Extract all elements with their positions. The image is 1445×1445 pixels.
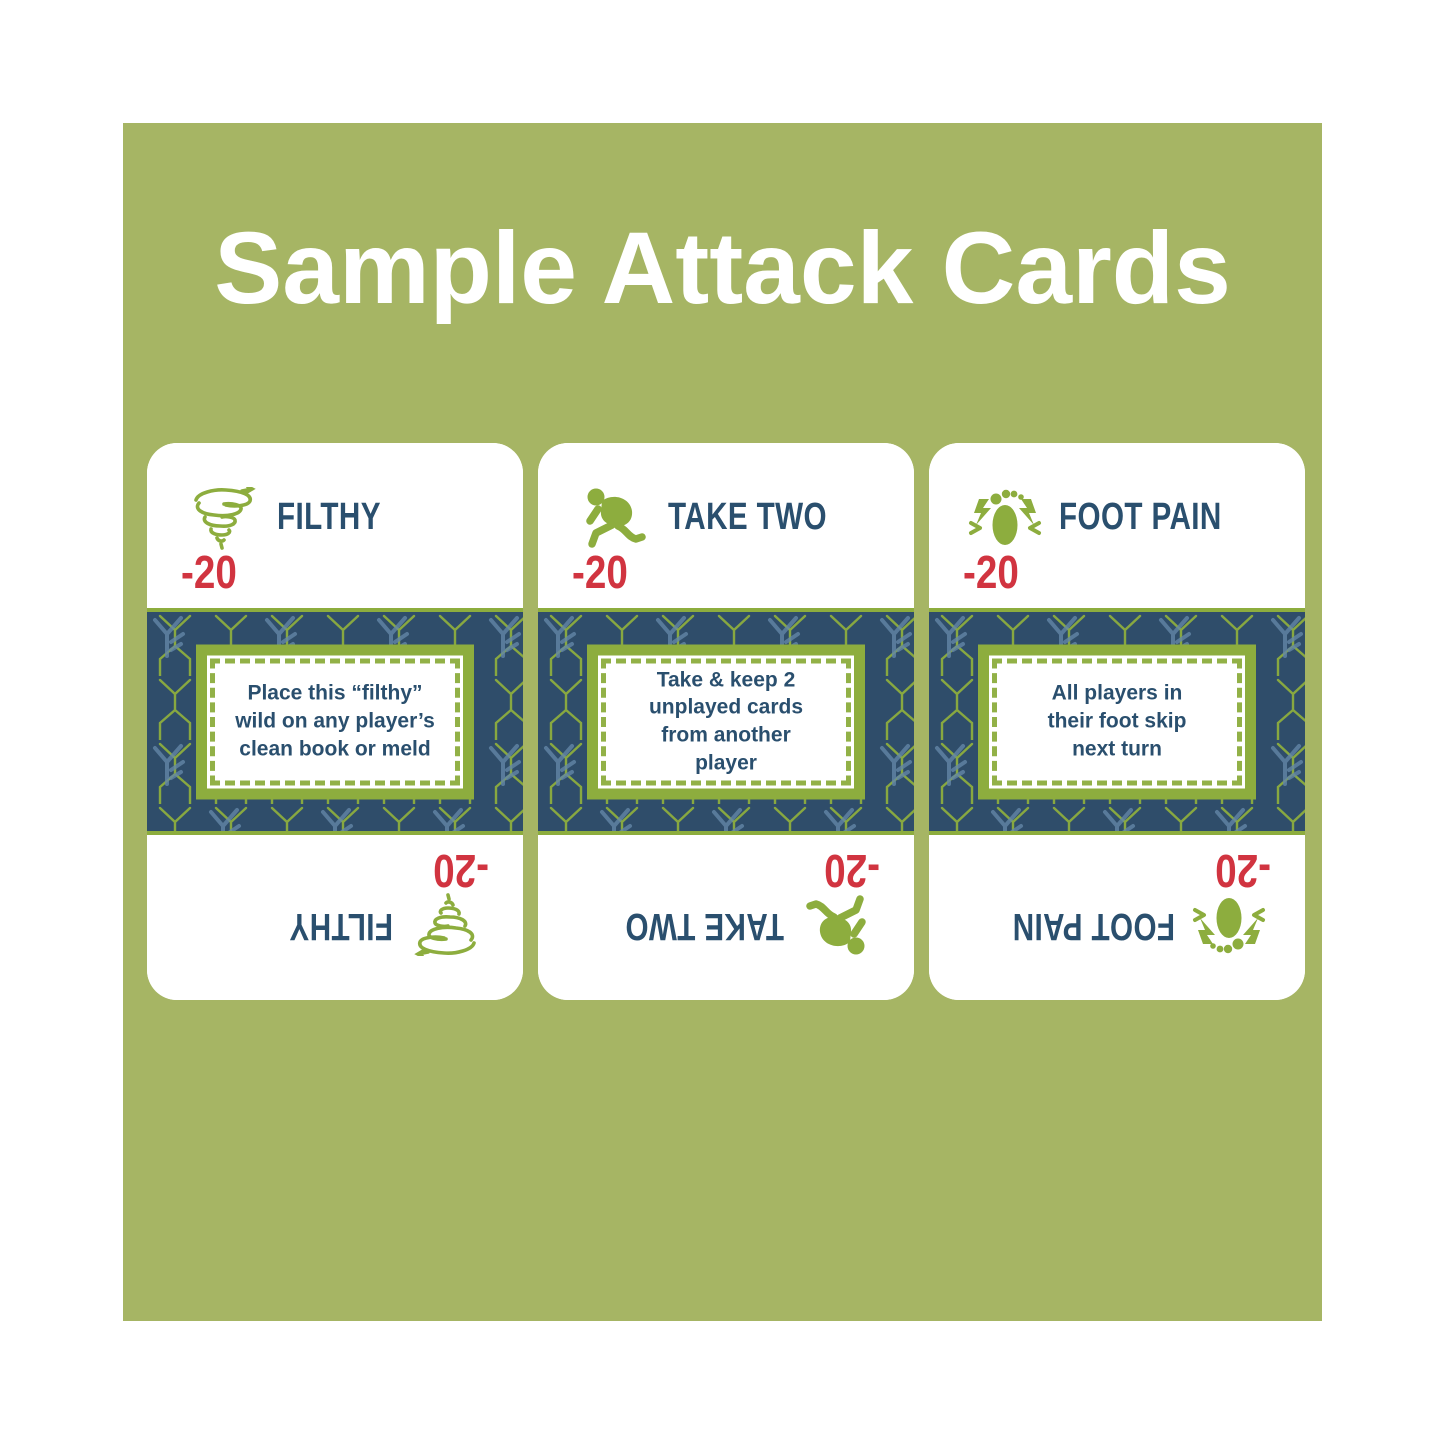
card-bottom-foot-pain: FOOT PAIN -20 — [929, 835, 1305, 1000]
card-top-foot-pain: FOOT PAIN -20 — [929, 443, 1305, 608]
card-bottom-take-two: TAKE TWO -20 — [538, 835, 914, 1000]
cards-row: FILTHY -20 Place this “filthy” wild on a… — [147, 443, 1305, 1000]
attack-card-filthy: FILTHY -20 Place this “filthy” wild on a… — [147, 443, 523, 1000]
mirrored-card-face: FILTHY -20 — [147, 835, 523, 1000]
card-name: FOOT PAIN — [1059, 495, 1222, 538]
mirrored-card-face: FOOT PAIN -20 — [929, 835, 1305, 1000]
foot-pain-icon — [1181, 882, 1277, 966]
penalty-value: -20 — [572, 546, 628, 598]
description-text: Take & keep 2 unplayed cards from anothe… — [648, 668, 804, 775]
tornado-icon — [175, 477, 271, 561]
card-name: FILTHY — [289, 905, 393, 948]
runner-icon — [790, 882, 886, 966]
penalty-value: -20 — [181, 546, 237, 598]
description-text: All players in their foot skip next turn — [1047, 681, 1187, 761]
mirrored-card-face: TAKE TWO -20 — [538, 835, 914, 1000]
description-box: Place this “filthy” wild on any player’s… — [196, 644, 474, 799]
card-top-take-two: TAKE TWO -20 — [538, 443, 914, 608]
attack-card-take-two: TAKE TWO -20 Take & keep 2 unplayed card… — [538, 443, 914, 1000]
penalty-value: -20 — [963, 546, 1019, 598]
runner-icon — [566, 477, 662, 561]
card-name: TAKE TWO — [625, 905, 784, 948]
description-text: Place this “filthy” wild on any player’s… — [235, 681, 435, 761]
card-name: FOOT PAIN — [1012, 905, 1175, 948]
green-panel: Sample Attack Cards — [123, 123, 1322, 1321]
card-name: TAKE TWO — [668, 495, 827, 538]
tornado-icon — [399, 882, 495, 966]
penalty-value: -20 — [1215, 845, 1271, 897]
penalty-value: -20 — [433, 845, 489, 897]
description-box: Take & keep 2 unplayed cards from anothe… — [587, 644, 865, 799]
attack-card-foot-pain: FOOT PAIN -20 All players in their foot … — [929, 443, 1305, 1000]
description-box: All players in their foot skip next turn — [978, 644, 1256, 799]
page-title: Sample Attack Cards — [214, 211, 1231, 325]
penalty-value: -20 — [824, 845, 880, 897]
pattern-band: Place this “filthy” wild on any player’s… — [147, 608, 523, 835]
card-top-filthy: FILTHY -20 — [147, 443, 523, 608]
pattern-band: Take & keep 2 unplayed cards from anothe… — [538, 608, 914, 835]
pattern-band: All players in their foot skip next turn — [929, 608, 1305, 835]
foot-pain-icon — [957, 477, 1053, 561]
card-bottom-filthy: FILTHY -20 — [147, 835, 523, 1000]
card-name: FILTHY — [277, 495, 381, 538]
